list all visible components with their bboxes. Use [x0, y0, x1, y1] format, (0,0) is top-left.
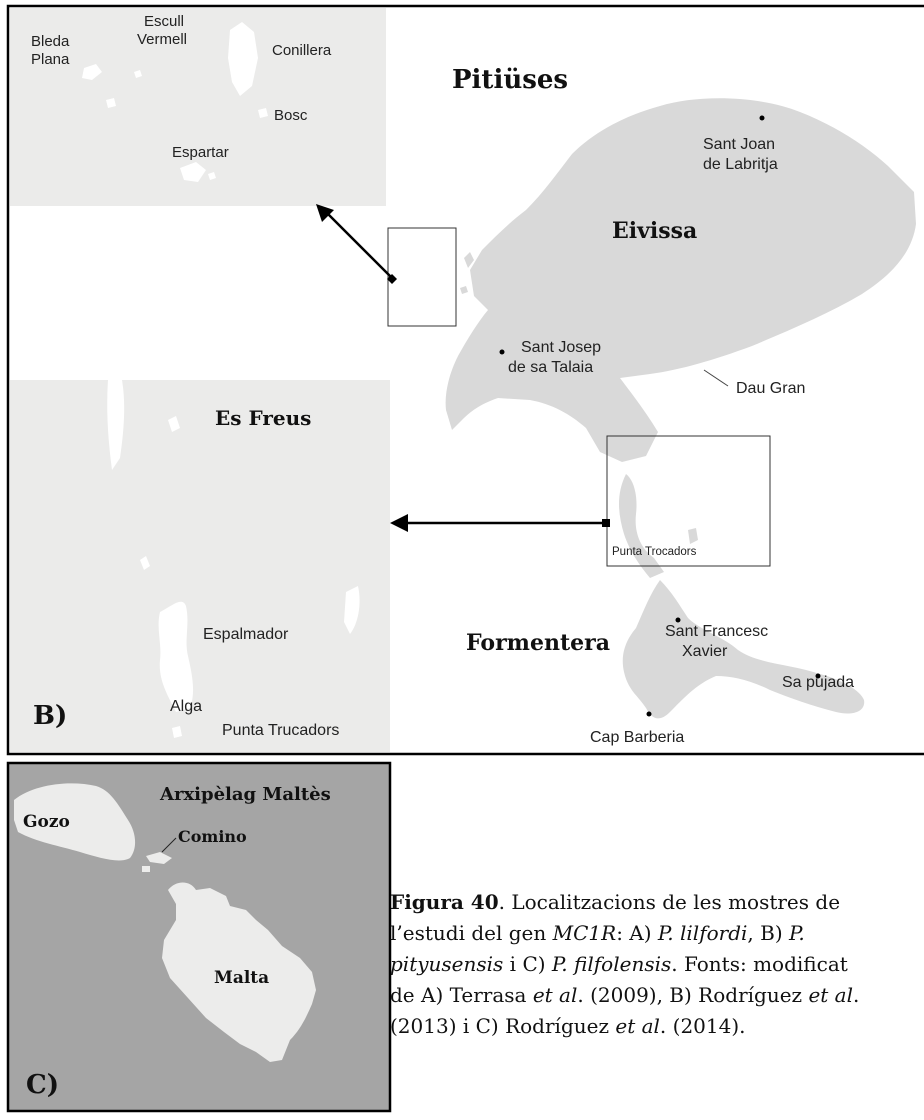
label-bosc: Bosc [274, 107, 308, 124]
label-escull-2: Vermell [137, 31, 187, 48]
label-gozo: Gozo [23, 812, 70, 832]
dot-cap-barberia [646, 711, 652, 717]
label-sant-joan-1: Sant Joan [703, 136, 775, 153]
panel-label-b: B) [33, 701, 67, 731]
islet-west-2 [460, 286, 468, 294]
freus-channel-1 [107, 380, 125, 470]
label-cap-barberia: Cap Barberia [590, 729, 684, 746]
freus-islet-3 [344, 586, 360, 634]
label-sant-francesc-2: Xavier [682, 643, 728, 660]
label-punta-trocadors: Punta Trocadors [612, 546, 697, 558]
label-sant-josep-1: Sant Josep [521, 339, 601, 356]
panel-label-c: C) [26, 1070, 59, 1100]
label-alga: Alga [170, 698, 202, 715]
alga-islet [172, 726, 182, 738]
pityuses-title: Pitiüses [452, 65, 568, 95]
label-espartar: Espartar [172, 144, 229, 161]
malta-title: Arxipèlag Maltès [159, 784, 331, 805]
conillera-islet [228, 22, 258, 96]
caption-line-2: l’estudi del gen MC1R: A) P. lilfordi, B… [390, 921, 805, 945]
caption-gene: MC1R [552, 921, 617, 945]
islet-west-1 [464, 252, 474, 268]
arrow-to-freus-inset [390, 514, 610, 532]
label-comino: Comino [178, 827, 247, 846]
label-conillera: Conillera [272, 42, 332, 59]
label-malta: Malta [214, 968, 269, 988]
escull-vermell-islet [134, 70, 142, 78]
bleda-plana-islet [82, 64, 102, 80]
gozo-island [14, 783, 136, 861]
arrow-to-islets-inset [316, 204, 397, 284]
espalmador-island [619, 474, 664, 578]
label-bleda-2: Plana [31, 51, 70, 68]
small-islet-1 [106, 98, 116, 108]
espalmador-inset-island [158, 601, 194, 712]
caption-species-2b: pityusensis [390, 952, 504, 976]
locator-box-islets [387, 227, 457, 327]
dot-sant-francesc [675, 617, 681, 623]
label-sant-josep-2: de sa Talaia [508, 359, 593, 376]
label-sa-pujada: Sa pujada [782, 674, 854, 691]
inset-freus: Es Freus Espalmador Alga Punta Trucadors… [10, 380, 390, 752]
caption-line-5: (2013) i C) Rodríguez et al. (2014). [390, 1014, 746, 1038]
label-sant-francesc-1: Sant Francesc [665, 623, 768, 640]
dot-sant-joan [759, 115, 765, 121]
caption-figure-label: Figura 40 [390, 890, 499, 914]
label-dau-gran: Dau Gran [736, 380, 805, 397]
locator-box-freus [606, 435, 771, 567]
caption-species-2a: P. [788, 921, 805, 945]
figure-caption: Figura 40. Localitzacions de les mostres… [390, 887, 924, 1042]
label-escull-1: Escull [144, 13, 184, 30]
islet-freus-1 [688, 528, 698, 544]
malta-island [162, 882, 316, 1062]
small-islet-2 [208, 172, 216, 180]
leader-dau-gran [703, 369, 729, 387]
caption-species-1: P. lilfordi [657, 921, 748, 945]
freus-title: Es Freus [215, 406, 311, 430]
formentera-island [622, 580, 865, 719]
comino-island [146, 852, 172, 864]
inset-freus-background [10, 380, 390, 752]
dot-sa-pujada [815, 673, 821, 679]
dot-sant-josep [499, 349, 505, 355]
freus-islet-2 [140, 556, 150, 570]
malta-panel: Arxipèlag Maltès Gozo Comino Malta C) [6, 761, 392, 1113]
caption-line-3: pityusensis i C) P. filfolensis. Fonts: … [390, 952, 848, 976]
comino-islet [142, 866, 150, 872]
leader-comino [161, 837, 177, 853]
caption-species-3: P. filfolensis [551, 952, 672, 976]
label-eivissa: Eivissa [612, 218, 697, 244]
label-formentera: Formentera [466, 630, 610, 656]
label-espalmador: Espalmador [203, 626, 289, 643]
espartar-islet [180, 162, 206, 182]
label-punta-trucadors: Punta Trucadors [222, 722, 339, 739]
bosc-islet [258, 108, 268, 118]
freus-islet-1 [168, 416, 180, 432]
eivissa-island [445, 98, 916, 463]
caption-line-4: de A) Terrasa et al. (2009), B) Rodrígue… [390, 983, 860, 1007]
caption-line-1: Figura 40. Localitzacions de les mostres… [390, 890, 841, 914]
inset-islets: Bleda Plana Escull Vermell Conillera Bos… [10, 8, 386, 206]
label-bleda-1: Bleda [31, 33, 70, 50]
label-sant-joan-2: de Labritja [703, 156, 778, 173]
